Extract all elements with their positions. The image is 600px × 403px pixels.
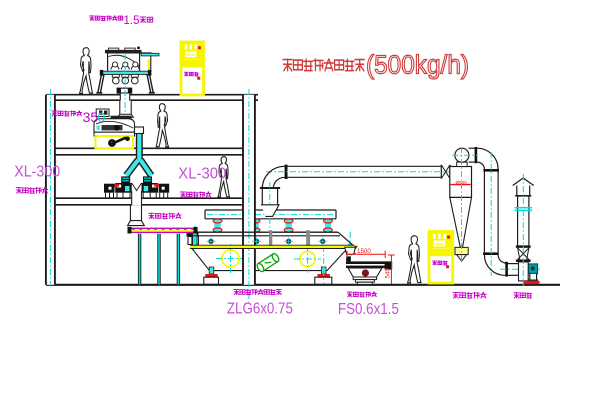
svg-text:XL-300: XL-300	[14, 164, 60, 181]
svg-text:(500kg/h): (500kg/h)	[366, 52, 469, 80]
svg-text:XL-300: XL-300	[178, 166, 226, 183]
svg-text:540: 540	[385, 268, 392, 279]
svg-text:0: 0	[98, 109, 106, 125]
svg-text:FS0.6x1.5: FS0.6x1.5	[338, 301, 399, 318]
svg-text:1500: 1500	[357, 248, 371, 255]
svg-text:Ø600: Ø600	[456, 180, 468, 185]
svg-text:ZLG6x0.75: ZLG6x0.75	[227, 301, 293, 318]
svg-text:1.5: 1.5	[124, 15, 140, 27]
svg-text:35: 35	[83, 109, 99, 125]
